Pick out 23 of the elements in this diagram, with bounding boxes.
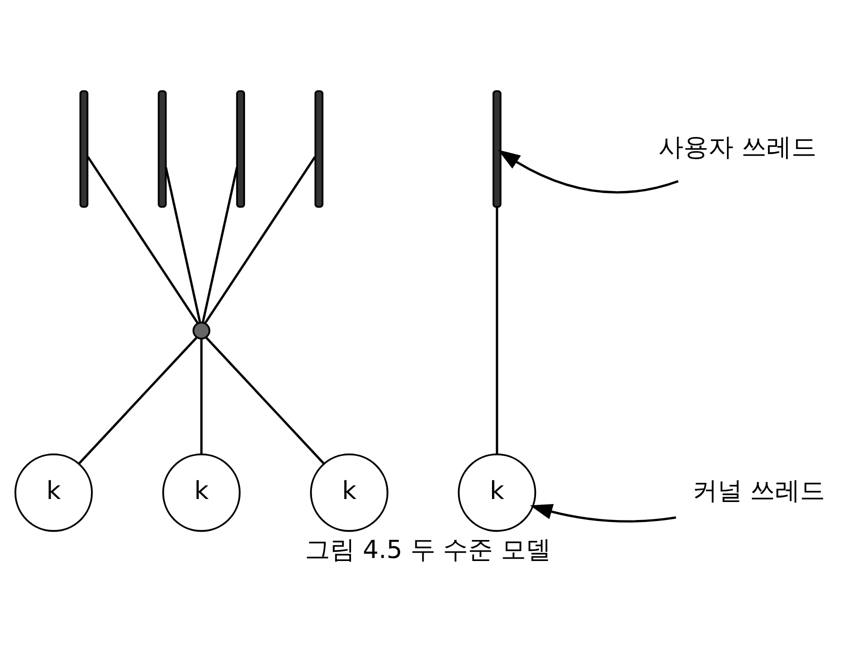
node-circle: k: [310, 452, 388, 532]
connector: [164, 166, 202, 322]
connector: [200, 338, 203, 454]
connector: [496, 206, 498, 454]
node-circle: k: [458, 452, 536, 532]
node-circle: k: [162, 452, 241, 532]
node-wave: [314, 90, 324, 208]
connector: [86, 156, 199, 324]
connector: [78, 336, 198, 464]
arrow: [498, 149, 679, 193]
node-text: 커널 쓰레드: [692, 476, 826, 505]
node-text: 사용자 쓰레드: [658, 132, 816, 162]
connector: [204, 156, 316, 324]
connector: [205, 336, 325, 464]
node-circle: k: [14, 452, 93, 532]
arrow: [530, 504, 676, 522]
node-circle: [192, 321, 210, 339]
node-wave: [492, 90, 502, 208]
node-wave: [236, 90, 246, 208]
caption: 그림 4.5 두 수준 모델: [304, 534, 552, 564]
node-wave: [158, 90, 167, 208]
connector: [202, 166, 238, 322]
node-wave: [79, 90, 88, 208]
